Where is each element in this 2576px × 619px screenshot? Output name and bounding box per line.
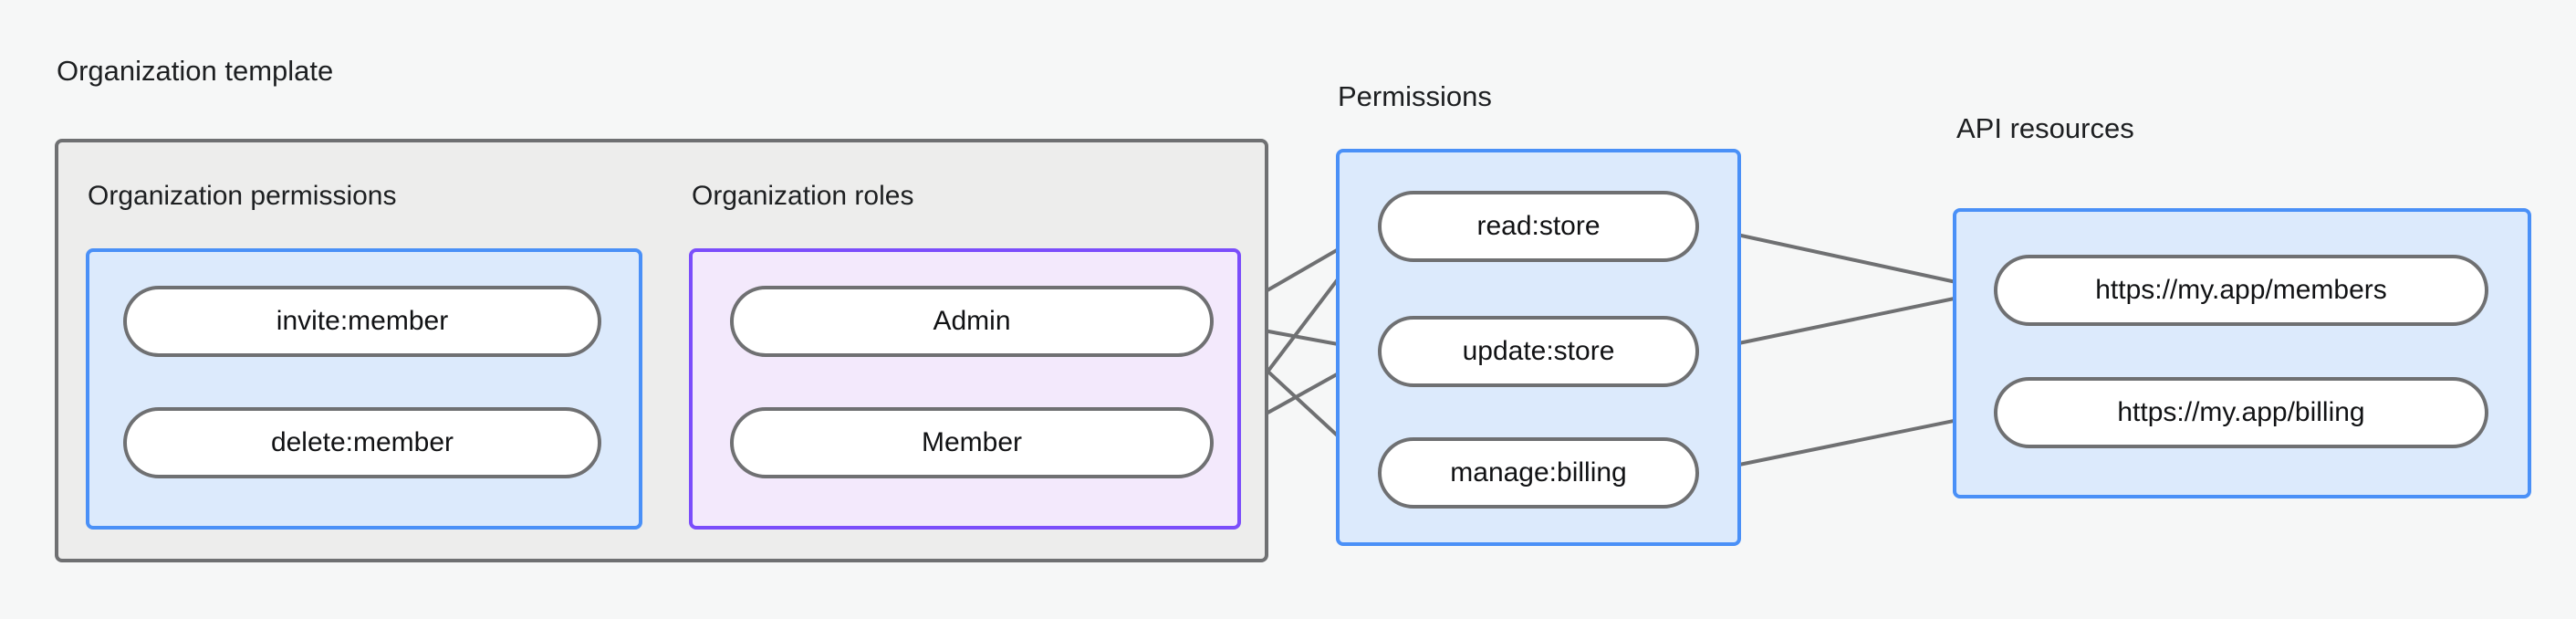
api-resources-label: API resources [1956,112,2134,144]
node-delete-member[interactable]: delete:member [123,407,601,478]
node-admin[interactable]: Admin [730,286,1214,357]
organization-template-label: Organization template [57,55,334,87]
node-admin-label: Admin [933,306,1011,336]
node-manage-billing[interactable]: manage:billing [1378,437,1699,509]
permissions-label: Permissions [1338,80,1492,112]
organization-roles-label: Organization roles [692,181,914,211]
node-manage-billing-label: manage:billing [1450,457,1627,488]
edge-read-store-to-members-resource [1697,225,1996,292]
organization-permissions-label: Organization permissions [88,181,397,211]
edge-manage-billing-to-billing-resource [1697,411,1996,475]
node-member[interactable]: Member [730,407,1214,478]
node-billing-resource[interactable]: https://my.app/billing [1994,377,2488,448]
node-update-store[interactable]: update:store [1378,316,1699,387]
node-delete-member-label: delete:member [270,427,454,457]
node-invite-member[interactable]: invite:member [123,286,601,357]
node-members-resource[interactable]: https://my.app/members [1994,255,2488,326]
api-resources-container [1953,208,2531,498]
node-members-resource-label: https://my.app/members [2095,275,2387,305]
node-read-store[interactable]: read:store [1378,191,1699,262]
node-invite-member-label: invite:member [276,306,449,336]
node-read-store-label: read:store [1476,211,1601,241]
node-billing-resource-label: https://my.app/billing [2117,397,2365,427]
edge-update-store-to-members-resource [1697,289,1996,353]
node-member-label: Member [921,427,1023,457]
node-update-store-label: update:store [1462,336,1615,366]
